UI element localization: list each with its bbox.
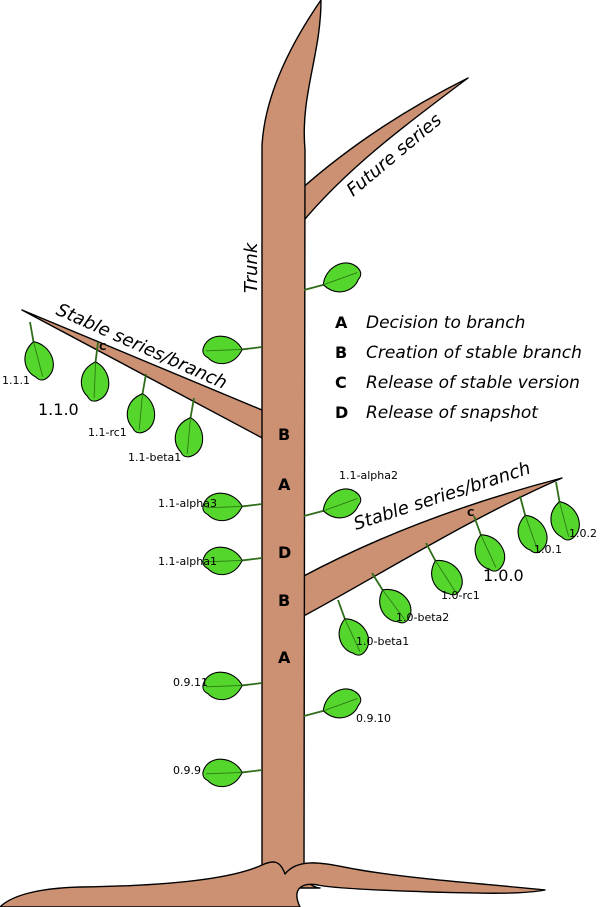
release-label: 1.0.1 xyxy=(534,543,562,556)
legend-text: Release of stable version xyxy=(366,373,580,393)
release-label: 1.0-beta1 xyxy=(356,635,409,648)
legend-key: C xyxy=(335,373,347,392)
legend-text: Decision to branch xyxy=(366,313,525,333)
release-label: 1.0.2 xyxy=(569,527,597,540)
leaf-icon xyxy=(200,753,265,790)
legend-key: D xyxy=(335,403,348,422)
trunk-label: Trunk xyxy=(241,241,262,293)
release-label: 1.1-beta1 xyxy=(128,451,181,464)
branch-marker: C xyxy=(99,342,106,353)
leaf-icon xyxy=(326,593,375,661)
legend-text: Creation of stable branch xyxy=(366,343,582,363)
trunk-marker: A xyxy=(278,475,291,494)
release-label: 0.9.11 xyxy=(173,676,208,689)
tree-wood xyxy=(0,0,563,907)
legend: A Decision to branch B Creation of stabl… xyxy=(335,313,582,423)
tree-roots xyxy=(0,861,546,907)
release-label: 0.9.10 xyxy=(356,712,391,725)
leaf-icon xyxy=(200,330,265,367)
leaf-icon xyxy=(17,318,57,384)
trunk-marker: B xyxy=(278,591,290,610)
trunk-marker: B xyxy=(278,425,290,444)
trunk xyxy=(261,0,322,889)
release-label: 1.1-alpha3 xyxy=(158,497,217,510)
release-label: 1.1.0 xyxy=(38,400,79,419)
legend-key: A xyxy=(335,313,348,332)
release-label: 1.0-beta2 xyxy=(396,611,449,624)
leaf-icon xyxy=(200,666,265,703)
branch-marker: C xyxy=(467,508,474,519)
release-label: 1.0.0 xyxy=(483,566,524,585)
release-label: 1.1-alpha1 xyxy=(158,555,217,568)
leaf-icon xyxy=(298,258,366,303)
release-label: 1.1.1 xyxy=(2,374,30,387)
legend-key: B xyxy=(335,343,347,362)
future-series-branch xyxy=(299,77,469,226)
release-label: 1.0-rc1 xyxy=(441,589,480,602)
right-stable-branch xyxy=(299,477,563,619)
release-label: 1.1-rc1 xyxy=(88,426,127,439)
legend-text: Release of snapshot xyxy=(366,403,539,423)
leaf-icon xyxy=(298,684,366,729)
trunk-marker: A xyxy=(278,648,291,667)
release-label: 0.9.9 xyxy=(173,764,201,777)
release-label: 1.1-alpha2 xyxy=(339,469,398,482)
trunk-marker: D xyxy=(278,543,291,562)
